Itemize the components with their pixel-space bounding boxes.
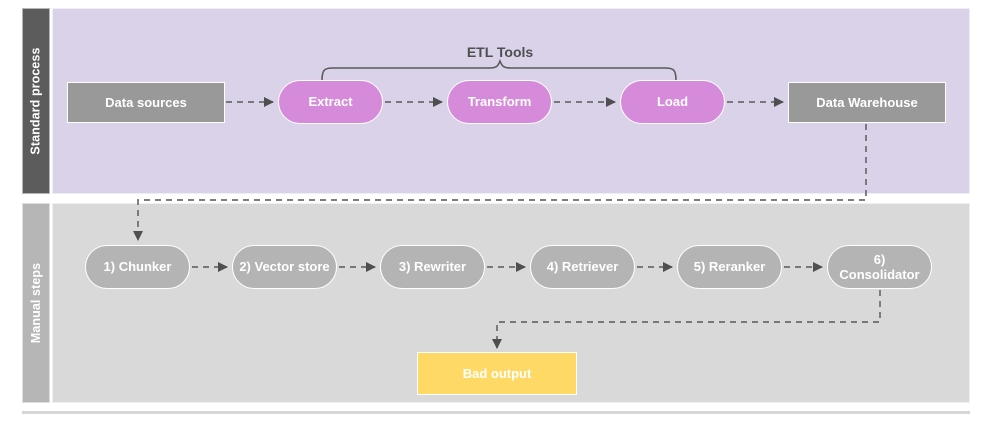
node-transform[interactable]: Transform xyxy=(447,80,552,124)
node-bad-output[interactable]: Bad output xyxy=(417,352,577,395)
node-load[interactable]: Load xyxy=(620,80,725,124)
node-data-warehouse[interactable]: Data Warehouse xyxy=(788,82,946,123)
bottom-divider xyxy=(22,411,970,414)
lane-label-standard-process-text: Standard process xyxy=(29,47,44,155)
node-chunker[interactable]: 1) Chunker xyxy=(85,245,190,289)
lane-label-manual-steps: Manual steps xyxy=(22,203,50,403)
lane-label-standard-process: Standard process xyxy=(22,8,50,194)
etl-tools-label: ETL Tools xyxy=(466,44,534,60)
node-consolidator[interactable]: 6) Consolidator xyxy=(827,245,932,289)
lane-label-manual-steps-text: Manual steps xyxy=(29,262,44,344)
node-extract[interactable]: Extract xyxy=(278,80,383,124)
node-rewriter[interactable]: 3) Rewriter xyxy=(380,245,485,289)
node-vector-store[interactable]: 2) Vector store xyxy=(232,245,337,289)
node-data-sources[interactable]: Data sources xyxy=(67,82,225,123)
node-reranker[interactable]: 5) Reranker xyxy=(677,245,782,289)
node-retriever[interactable]: 4) Retriever xyxy=(530,245,635,289)
